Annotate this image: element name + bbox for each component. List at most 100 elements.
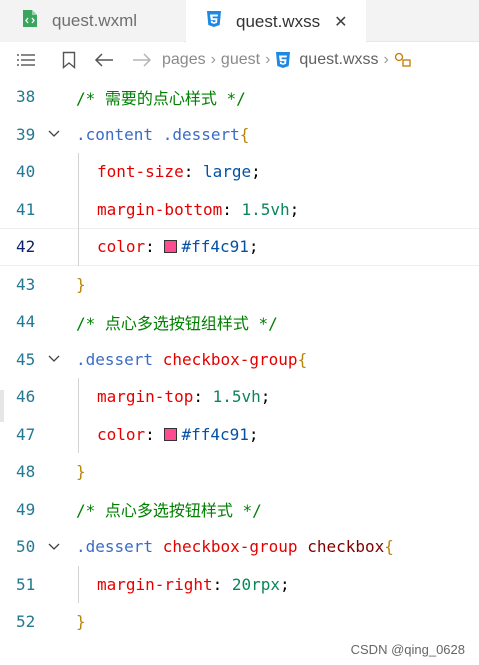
line-number: 49 [16,499,36,519]
code-line[interactable]: 51 margin-right: 20rpx; [0,566,479,604]
css-file-icon [275,51,291,69]
tab-quest-wxml[interactable]: quest.wxml [0,0,184,42]
code-token: : [183,162,203,182]
code-token: color [97,237,146,257]
list-icon[interactable] [0,43,52,77]
bookmark-icon[interactable] [52,43,86,77]
line-number: 38 [16,87,36,107]
indent-guide [78,378,79,453]
indent-guide [78,153,79,266]
code-token: : [193,387,213,407]
code-text: font-size: large; [97,162,261,181]
line-number: 47 [16,424,36,444]
css-file-icon [206,10,222,33]
code-token: 20rpx [231,574,281,594]
code-token: checkbox [307,537,385,557]
code-text: } [76,462,86,481]
code-token: /* 需要的点心样式 */ [76,88,246,108]
fold-chevron-icon[interactable] [48,127,60,141]
indent-guide [78,565,79,603]
code-text: } [76,275,86,294]
forward-arrow-icon[interactable] [122,43,162,77]
code-token: #ff4c91 [181,237,249,257]
line-number: 46 [16,387,36,407]
code-line[interactable]: 48} [0,453,479,491]
color-swatch-icon[interactable] [164,240,178,254]
code-token: : [145,237,165,257]
code-token: ; [248,237,259,257]
tab-bar: quest.wxml quest.wxss ✕ [0,0,479,43]
line-number: 43 [16,274,36,294]
code-text: margin-top: 1.5vh; [97,387,270,406]
code-token: ; [260,387,271,407]
fold-chevron-icon[interactable] [48,540,60,554]
fold-chevron-icon[interactable] [48,352,60,366]
line-number: 44 [16,312,36,332]
code-token: : [145,424,165,444]
code-token: color [97,424,146,444]
back-arrow-icon[interactable] [86,43,122,77]
code-token: margin-bottom [97,199,223,219]
code-editor[interactable]: 38 /* 需要的点心样式 */ 39 .content .dessert{ 40 fon… [0,78,479,665]
code-line[interactable]: 49 /* 点心多选按钮样式 */ [0,491,479,529]
code-token: ; [289,199,300,219]
tab-label: quest.wxml [52,11,138,30]
code-line[interactable]: 39 .content .dessert{ [0,116,479,154]
code-line[interactable]: 44 /* 点心多选按钮组样式 */ [0,303,479,341]
code-token: .dessert [76,537,163,557]
code-token: : [212,574,232,594]
tab-quest-wxss[interactable]: quest.wxss ✕ [186,0,366,43]
code-text: .content .dessert{ [76,125,249,144]
tab-label: quest.wxss [236,11,321,31]
code-token: { [384,537,394,557]
breadcrumb-item[interactable]: pages [162,51,206,68]
line-number: 40 [16,162,36,182]
code-text: margin-bottom: 1.5vh; [97,200,299,219]
code-text: /* 需要的点心样式 */ [76,85,246,109]
code-text: /* 点心多选按钮组样式 */ [76,310,278,334]
code-text: margin-right: 20rpx; [97,575,290,594]
code-text: color: #ff4c91; [97,237,259,256]
code-token: large [202,162,252,182]
line-number: 52 [16,612,36,632]
breadcrumb-item[interactable]: guest [220,51,261,68]
code-line[interactable]: 50 .dessert checkbox-group checkbox{ [0,528,479,566]
code-line[interactable]: 41 margin-bottom: 1.5vh; [0,191,479,229]
code-text: .dessert checkbox-group{ [76,350,307,369]
code-token: } [76,462,86,482]
close-icon[interactable]: ✕ [334,13,348,31]
chevron-right-icon: › [210,51,216,68]
breadcrumb: pages › guest › quest.wxss › [162,51,412,69]
code-token: /* 点心多选按钮样式 */ [76,501,262,521]
code-token: margin-top [97,387,194,407]
chevron-right-icon: › [383,51,389,68]
breadcrumb-item[interactable]: quest.wxss [299,51,379,68]
wxml-file-icon [22,9,38,33]
color-swatch-icon[interactable] [164,427,178,441]
line-number: 39 [16,124,36,144]
code-token: margin-right [97,574,213,594]
symbol-icon[interactable] [394,52,412,68]
code-token: ; [280,574,290,594]
line-number: 48 [16,462,36,482]
code-token: } [76,274,86,294]
code-line[interactable]: 52} [0,603,479,641]
code-token: { [239,124,250,144]
code-line[interactable]: 43} [0,266,479,304]
scroll-marker [0,390,4,422]
line-number: 50 [16,537,36,557]
code-token: .dessert [76,349,163,369]
code-token: : [222,199,242,219]
code-line[interactable]: 38 /* 需要的点心样式 */ [0,78,479,116]
line-number: 41 [16,199,36,219]
code-text: .dessert checkbox-group checkbox{ [76,537,394,556]
code-token: checkbox-group [162,349,298,369]
breadcrumb-bar: pages › guest › quest.wxss › [0,43,479,77]
code-line[interactable]: 46 margin-top: 1.5vh; [0,378,479,416]
code-token: /* 点心多选按钮组样式 */ [76,313,278,333]
line-number: 51 [16,574,36,594]
code-line[interactable]: 40 font-size: large; [0,153,479,191]
code-line[interactable]: 45.dessert checkbox-group{ [0,341,479,379]
